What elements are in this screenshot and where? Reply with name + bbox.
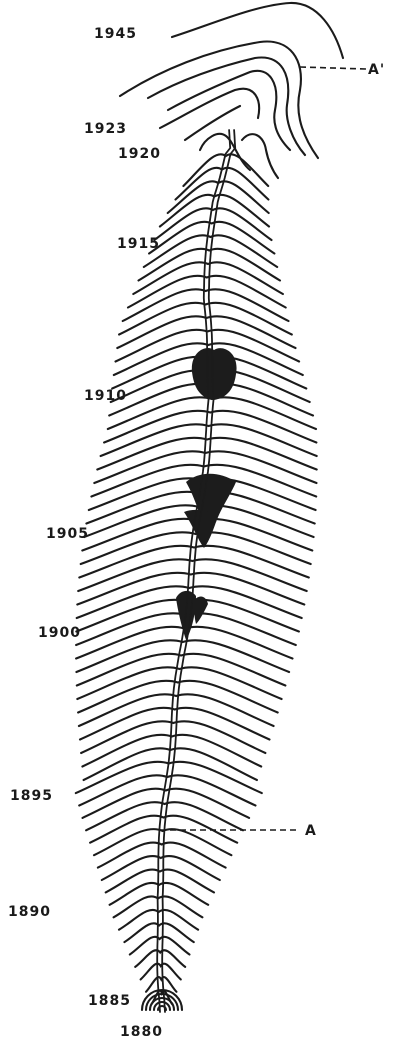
year-label-1890: 1890: [8, 904, 51, 920]
crown-arc-7: [242, 134, 278, 178]
section-line-a-prime: [300, 67, 366, 69]
year-label-1880: 1880: [120, 1024, 163, 1040]
crown-arc-1945: [172, 3, 343, 58]
growth-ridge: [106, 869, 214, 892]
dark-node-1901b: [194, 597, 208, 624]
dark-nodes: [176, 348, 237, 640]
crown-arc-4: [160, 89, 259, 128]
year-label-1910: 1910: [84, 388, 127, 404]
year-label-1900: 1900: [38, 625, 81, 641]
year-label-1885: 1885: [88, 993, 131, 1009]
dark-node-1910: [192, 348, 237, 400]
year-label-1915: 1915: [117, 236, 160, 252]
year-label-1905: 1905: [46, 526, 89, 542]
section-marker-a: A: [305, 823, 317, 839]
section-marker-a-prime: A': [368, 62, 385, 78]
year-label-1945: 1945: [94, 26, 137, 42]
growth-ridge: [98, 843, 226, 868]
year-label-1920: 1920: [118, 146, 161, 162]
growth-ridge: [102, 856, 220, 880]
year-label-1895: 1895: [10, 788, 53, 804]
growth-ridges: [76, 154, 317, 1010]
year-label-1923: 1923: [84, 121, 127, 137]
